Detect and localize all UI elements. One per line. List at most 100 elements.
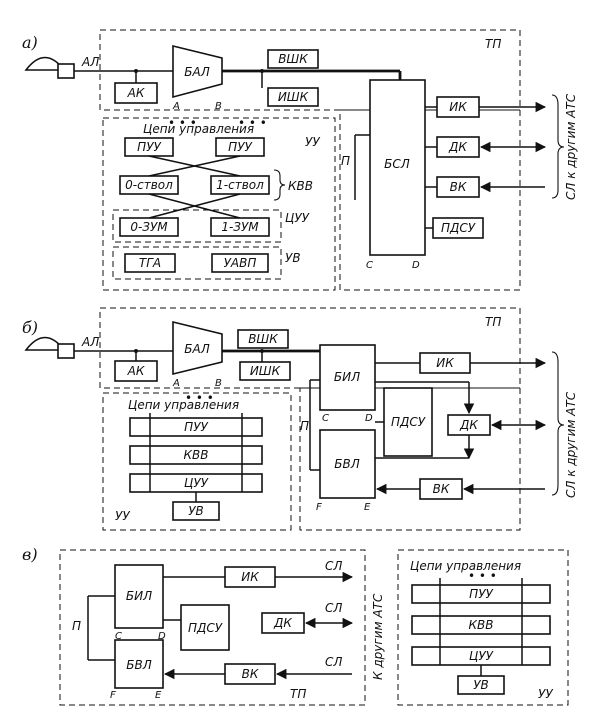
tga-label: ТГА bbox=[139, 256, 161, 270]
tga-block bbox=[124, 253, 176, 273]
uv-frame bbox=[112, 246, 282, 280]
panel-c-letter: в) bbox=[22, 545, 38, 564]
dk-label: ДК bbox=[273, 616, 292, 630]
sl-other-atc-label: СЛ к другим АТС bbox=[564, 93, 578, 200]
subscriber-line-label: АЛ bbox=[81, 335, 99, 349]
tp-frame-lower bbox=[339, 109, 521, 291]
uv-label: УВ bbox=[473, 678, 489, 692]
uv-block bbox=[172, 501, 220, 521]
point-d-label: D bbox=[158, 631, 166, 642]
control-circuits-label: Цепи управления bbox=[128, 398, 239, 412]
uu-frame bbox=[397, 549, 569, 706]
bvl-block bbox=[114, 639, 164, 689]
point-c-label: C bbox=[366, 260, 373, 271]
vshk-block bbox=[267, 49, 319, 69]
point-e-label: E bbox=[155, 690, 162, 701]
ak-label: АК bbox=[127, 364, 145, 378]
point-a-label: A bbox=[172, 101, 180, 112]
svg-text:• • •: • • • bbox=[468, 569, 497, 583]
telephone-icon bbox=[24, 56, 100, 79]
dk-label: ДК bbox=[448, 140, 467, 154]
zum1-label: 1-ЗУМ bbox=[221, 220, 259, 234]
pdsu-label: ПДСУ bbox=[188, 621, 223, 635]
tsuu-frame bbox=[112, 209, 282, 243]
kvv-block bbox=[411, 615, 551, 635]
puu-label: ПУУ bbox=[469, 587, 493, 601]
pdsu-label: ПДСУ bbox=[391, 415, 426, 429]
uu-frame bbox=[102, 117, 336, 291]
zum1-block bbox=[210, 217, 270, 237]
bus-p-label: П bbox=[300, 419, 309, 433]
puu-block bbox=[411, 584, 551, 604]
pdsu-label: ПДСУ bbox=[441, 221, 476, 235]
bal-block bbox=[172, 320, 223, 376]
puu-block bbox=[129, 417, 263, 437]
uu-frame bbox=[102, 392, 292, 531]
zum0-label: 0-ЗУМ bbox=[130, 220, 168, 234]
vshk-label: ВШК bbox=[278, 52, 308, 66]
ishk-block bbox=[239, 361, 291, 381]
bsl-block bbox=[369, 79, 426, 256]
tsuu-label: ЦУУ bbox=[469, 649, 494, 663]
tp-label: ТП bbox=[485, 315, 501, 329]
tp-frame bbox=[99, 307, 521, 389]
tp-frame bbox=[99, 29, 521, 111]
uavp-label: УАВП bbox=[224, 256, 257, 270]
tp-label: ТП bbox=[290, 687, 306, 701]
bsl-label: БСЛ bbox=[384, 157, 410, 171]
ik-label: ИК bbox=[241, 570, 259, 584]
bvl-label: БВЛ bbox=[126, 658, 152, 672]
puu-label-2: ПУУ bbox=[228, 140, 252, 154]
svg-text:• • •: • • • bbox=[168, 116, 197, 130]
uavp-block bbox=[211, 253, 269, 273]
bus-p-label: П bbox=[341, 154, 350, 168]
tp-frame bbox=[59, 549, 366, 706]
bil-block bbox=[319, 344, 376, 411]
ishk-label: ИШК bbox=[278, 90, 309, 104]
bal-label: БАЛ bbox=[184, 65, 209, 79]
control-circuits-label: Цепи управления bbox=[143, 122, 254, 136]
sl-label-1: СЛ bbox=[325, 559, 342, 573]
uu-label: УУ bbox=[115, 509, 130, 523]
sl-label-2: СЛ bbox=[325, 601, 342, 615]
k-other-atc-label: К другим АТС bbox=[371, 593, 385, 680]
vk-label: ВК bbox=[433, 482, 450, 496]
kvv-block bbox=[129, 445, 263, 465]
dk-block bbox=[261, 612, 305, 634]
kvv-label: КВВ bbox=[288, 179, 313, 193]
tp-label: ТП bbox=[485, 37, 501, 51]
svg-text:• • •: • • • bbox=[185, 391, 214, 405]
uu-label: УУ bbox=[305, 135, 320, 149]
svg-text:• • •: • • • bbox=[238, 116, 267, 130]
puu-label-1: ПУУ bbox=[137, 140, 161, 154]
uv-block bbox=[457, 675, 505, 695]
kvv-label: КВВ bbox=[184, 448, 209, 462]
uv-label: УВ bbox=[285, 251, 301, 265]
point-d-label: D bbox=[365, 413, 373, 424]
pdsu-block bbox=[383, 387, 433, 457]
vshk-block bbox=[237, 329, 289, 349]
telephone-icon bbox=[24, 336, 100, 359]
point-b-label: B bbox=[215, 101, 222, 112]
bal-label: БАЛ bbox=[184, 342, 209, 356]
panel-a: а) АЛ ТП АК БАЛ A B ВШК ИШК bbox=[22, 29, 578, 291]
panel-c: в) ТП БИЛ БВЛ П C D F E ПДСУ ИК СЛ ДК СЛ… bbox=[22, 545, 569, 706]
point-d-label: D bbox=[412, 260, 420, 271]
vk-label: ВК bbox=[450, 180, 467, 194]
bvl-label: БВЛ bbox=[334, 457, 360, 471]
ak-label: АК bbox=[127, 86, 145, 100]
sl-other-atc-label: СЛ к другим АТС bbox=[564, 391, 578, 498]
dk-label: ДК bbox=[459, 418, 478, 432]
subscriber-line-label: АЛ bbox=[81, 55, 99, 69]
stvol1-label: 1-ствол bbox=[216, 178, 264, 192]
tsuu-label: ЦУУ bbox=[285, 211, 310, 225]
panel-b: б) АЛ ТП АК БАЛ A B ВШК ИШК БИЛ БВЛ bbox=[22, 307, 578, 531]
ik-label: ИК bbox=[436, 356, 454, 370]
vshk-label: ВШК bbox=[248, 332, 278, 346]
puu-label: ПУУ bbox=[184, 420, 208, 434]
ishk-label: ИШК bbox=[250, 364, 281, 378]
point-c-label: C bbox=[115, 631, 122, 642]
sl-label-3: СЛ bbox=[325, 655, 342, 669]
point-b-label: B bbox=[215, 378, 222, 389]
control-circuits-label: Цепи управления bbox=[410, 559, 521, 573]
